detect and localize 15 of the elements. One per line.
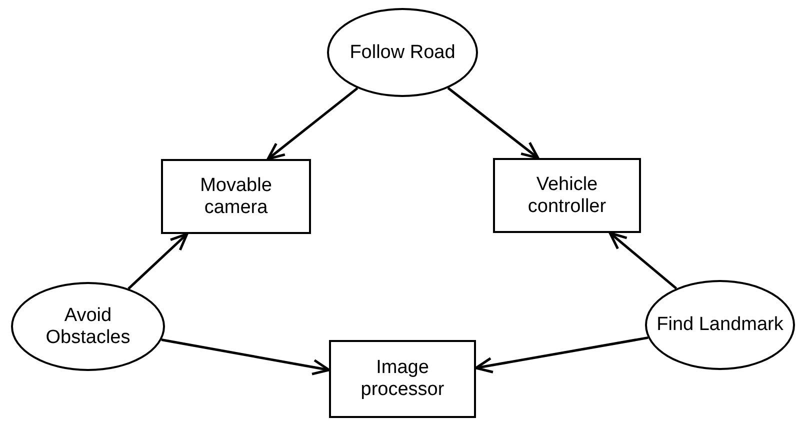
module-box	[161, 159, 311, 234]
module-box	[493, 158, 641, 233]
arrow	[447, 87, 540, 160]
arrow	[608, 232, 678, 290]
arrow	[474, 336, 648, 374]
node-label: Vehicle controller	[526, 174, 608, 218]
node-label: Avoid Obstacles	[44, 304, 132, 348]
arrow	[266, 87, 358, 160]
node-label: Find Landmark	[656, 314, 784, 336]
arrow	[161, 338, 330, 376]
arrow	[128, 232, 188, 290]
module-box	[329, 340, 476, 418]
node-label: Movable camera	[199, 174, 273, 218]
node-label: Image processor	[360, 357, 446, 401]
node-label: Follow Road	[348, 42, 456, 64]
